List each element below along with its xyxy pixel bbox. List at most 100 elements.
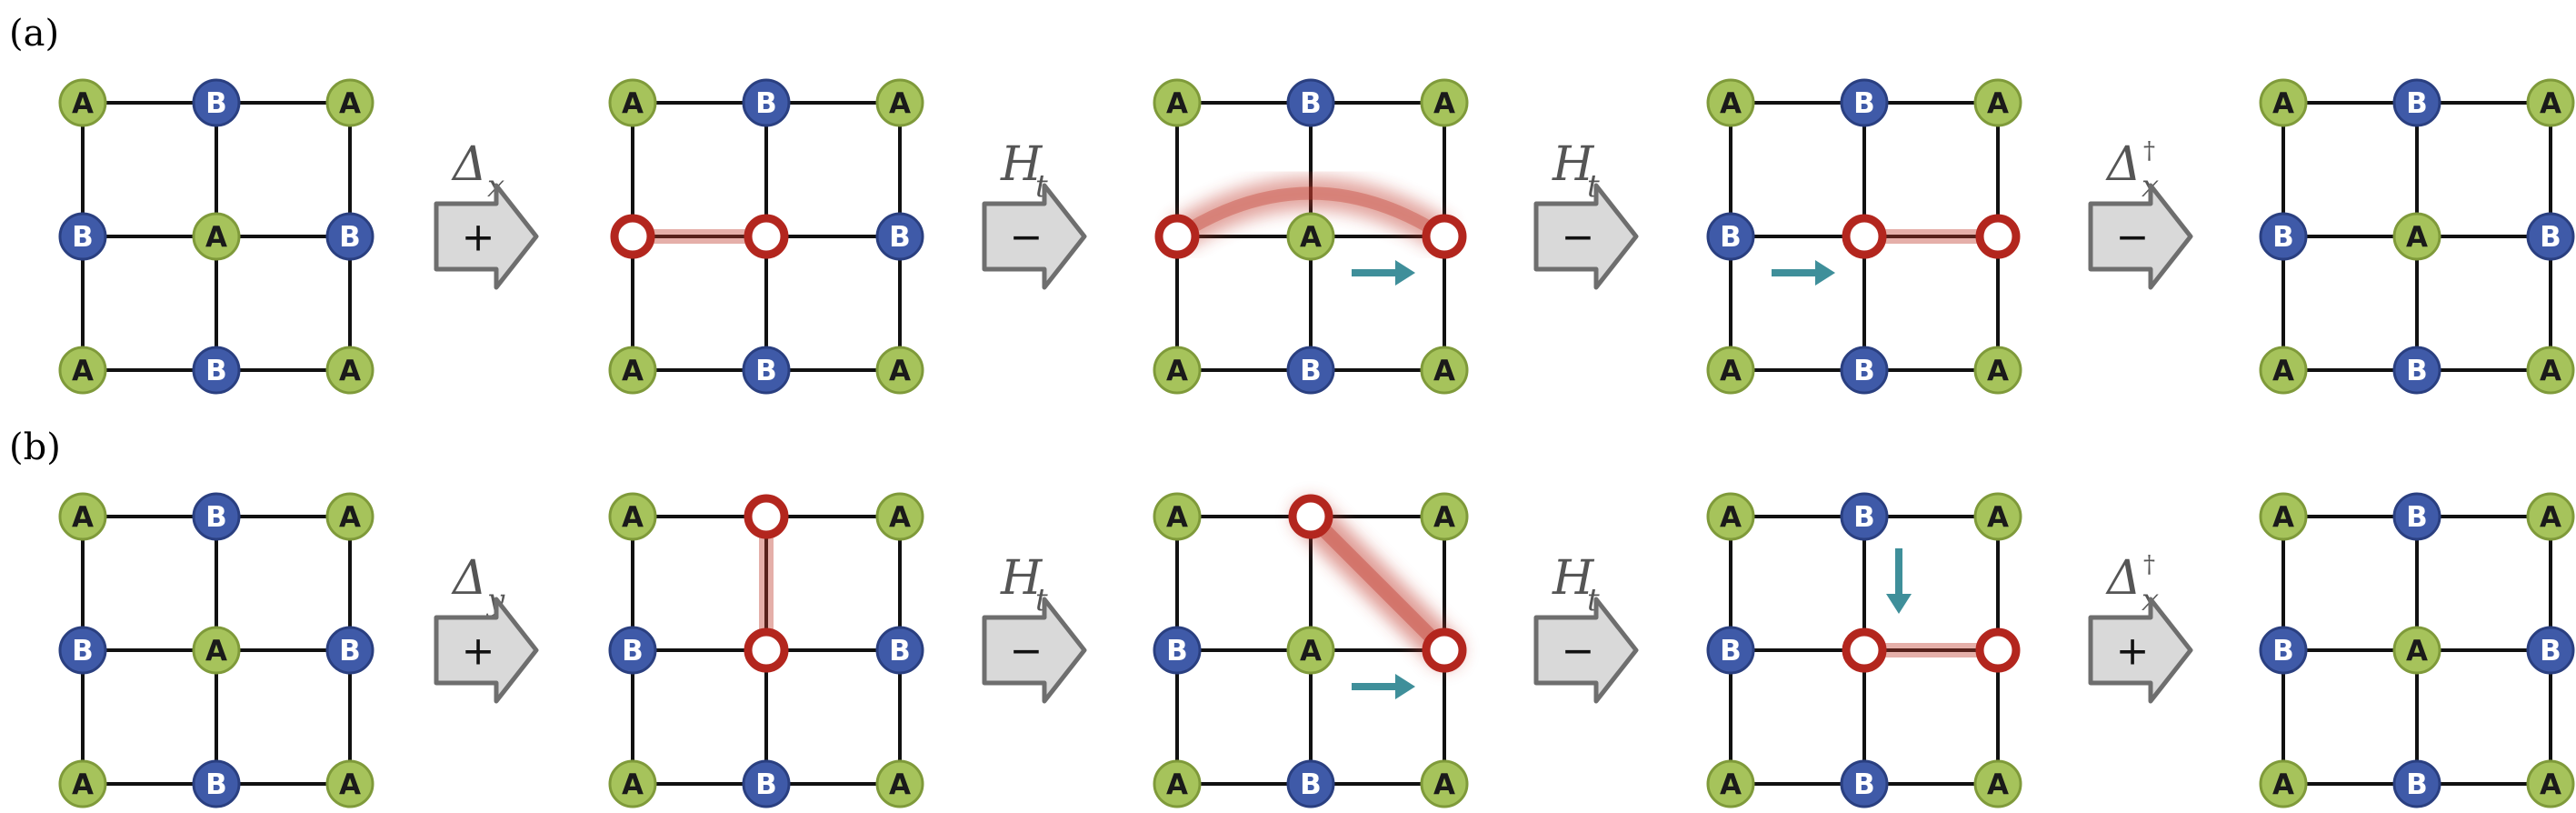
site-b	[1706, 626, 1755, 675]
site-label: B	[1853, 87, 1875, 120]
site-a	[2392, 212, 2441, 261]
site-a	[2526, 759, 2575, 808]
operator-b-2: Ht−	[982, 551, 1087, 704]
site-label: A	[339, 355, 361, 387]
site-label: B	[2406, 87, 2428, 120]
pair-bond-glow	[1168, 176, 1453, 251]
site-label: B	[1720, 635, 1742, 667]
site-label: A	[339, 501, 361, 534]
site-label: A	[1300, 635, 1322, 667]
hole-site	[1842, 627, 1887, 673]
operator-sign: −	[1562, 628, 1595, 675]
site-b	[2259, 626, 2308, 675]
site-a	[1420, 346, 1469, 395]
site-label: A	[1987, 501, 2009, 534]
site-label: A	[2272, 501, 2294, 534]
site-a	[1706, 492, 1755, 541]
hole-site	[744, 627, 789, 673]
operator-a-2: Ht−	[982, 137, 1087, 290]
hole-site	[610, 214, 655, 259]
block-arrow-icon	[434, 183, 539, 290]
site-label: B	[2540, 221, 2561, 254]
site-a	[875, 759, 924, 808]
site-label: A	[2540, 87, 2561, 120]
operator-b-1: Δy+	[434, 551, 539, 704]
site-a	[325, 78, 374, 127]
site-label: A	[2406, 221, 2428, 254]
site-label: A	[1433, 501, 1455, 534]
block-arrow-icon	[434, 597, 539, 704]
operator-sign: −	[1010, 628, 1043, 675]
arrow-right-icon	[1886, 594, 1912, 614]
site-b	[2259, 212, 2308, 261]
site-label: A	[1720, 87, 1742, 120]
site-label: A	[1720, 768, 1742, 801]
site-label: A	[889, 768, 911, 801]
site-label: B	[889, 221, 911, 254]
site-label: B	[1853, 768, 1875, 801]
operator-sign: +	[462, 215, 495, 261]
site-b	[192, 78, 241, 127]
site-label: A	[2272, 768, 2294, 801]
site-b	[1840, 346, 1889, 395]
site-b	[608, 626, 657, 675]
site-a	[1153, 78, 1202, 127]
site-a	[1706, 78, 1755, 127]
site-label: A	[622, 87, 644, 120]
block-arrow-icon	[1533, 597, 1639, 704]
site-a	[58, 346, 107, 395]
site-label: B	[205, 501, 227, 534]
site-a	[2526, 346, 2575, 395]
hole-site	[744, 214, 789, 259]
operator-symbol: Δ	[2105, 137, 2142, 192]
site-label: A	[205, 635, 227, 667]
block-arrow-icon	[2088, 597, 2193, 704]
operator-symbol: H	[1000, 137, 1043, 192]
site-b	[2526, 626, 2575, 675]
site-b	[2392, 759, 2441, 808]
panel-label: (b)	[9, 427, 61, 468]
operator-b-4: Δx†+	[2088, 551, 2193, 704]
site-a	[1420, 759, 1469, 808]
site-a	[325, 492, 374, 541]
site-b	[58, 212, 107, 261]
operator-sign: −	[2116, 215, 2150, 261]
site-a	[1973, 759, 2022, 808]
site-b	[325, 212, 374, 261]
site-a	[1153, 346, 1202, 395]
operator-symbol: H	[1552, 137, 1595, 192]
block-arrow-icon	[982, 597, 1087, 704]
site-b	[1286, 759, 1335, 808]
site-a	[875, 492, 924, 541]
site-label: B	[1853, 355, 1875, 387]
site-a	[1286, 626, 1335, 675]
site-label: A	[205, 221, 227, 254]
site-label: A	[622, 355, 644, 387]
site-a	[2259, 759, 2308, 808]
site-label: B	[1300, 87, 1322, 120]
pair-bond	[1303, 509, 1452, 657]
site-b	[1840, 492, 1889, 541]
site-b	[2392, 78, 2441, 127]
site-label: A	[72, 501, 94, 534]
site-b	[2392, 346, 2441, 395]
site-a	[58, 759, 107, 808]
site-a	[325, 759, 374, 808]
operator-dagger: †	[2143, 137, 2155, 165]
block-arrow-icon	[2088, 183, 2193, 290]
site-label: B	[2406, 355, 2428, 387]
site-label: B	[1166, 635, 1188, 667]
arrow-right-icon	[1815, 260, 1835, 286]
site-label: A	[889, 355, 911, 387]
hole-site	[1842, 214, 1887, 259]
site-label: B	[2272, 635, 2294, 667]
site-label: A	[2272, 355, 2294, 387]
